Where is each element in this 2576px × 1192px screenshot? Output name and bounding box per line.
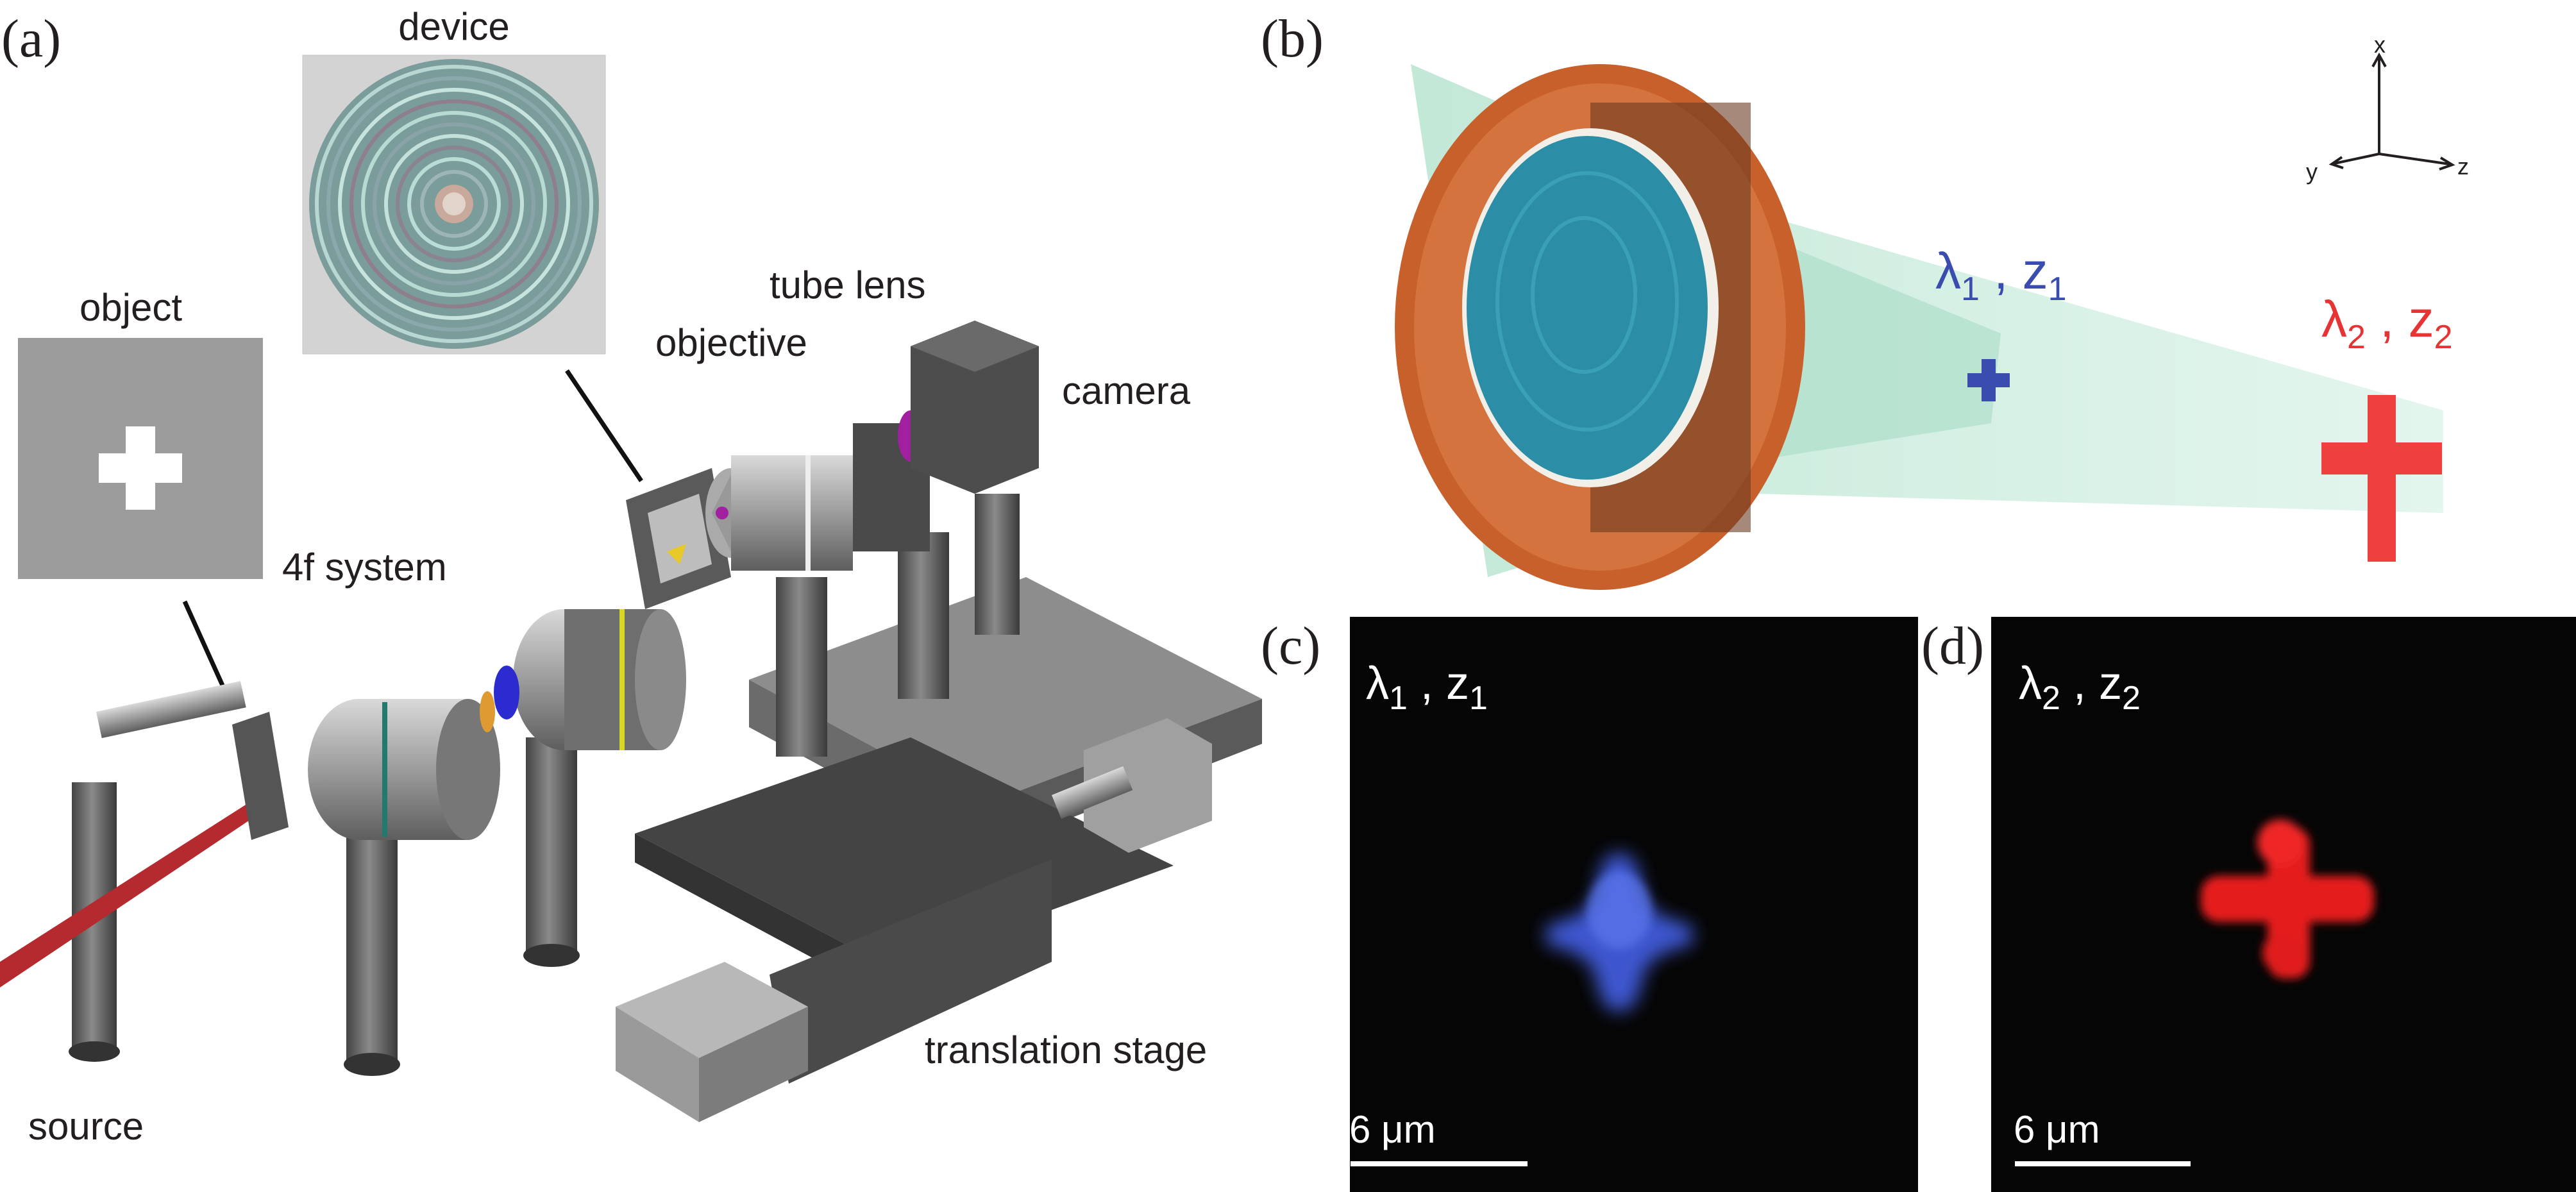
label-objective: objective: [655, 321, 807, 364]
image-c-label: λ1 , z1: [1366, 658, 1488, 717]
focus-label-2: λ2 , z2: [2321, 290, 2453, 356]
label-translation-stage: translation stage: [925, 1028, 1207, 1071]
panel-label-c: (c): [1261, 616, 1320, 676]
panel-label-d: (d): [1921, 616, 1984, 676]
axis-y-label: y: [2306, 158, 2318, 185]
image-d-red-spot: [2201, 819, 2374, 978]
device-pointer-line: [565, 369, 643, 482]
axis-z-label: z: [2457, 153, 2469, 180]
label-camera: camera: [1062, 369, 1191, 412]
panel-label-a: (a): [1, 9, 61, 69]
focus-label-1: λ1 , z1: [1935, 242, 2067, 308]
blue-cross-focus: [1967, 359, 2010, 401]
label-device: device: [398, 5, 509, 48]
image-d-label: λ2 , z2: [2019, 658, 2141, 717]
image-d-scale-text: 6 μm: [2014, 1108, 2100, 1151]
image-c-scale-text: 6 μm: [1349, 1108, 1436, 1151]
label-source: source: [28, 1105, 144, 1148]
panel-label-b: (b): [1261, 9, 1324, 69]
object-pointer-line: [182, 600, 228, 694]
label-object: object: [80, 286, 182, 329]
label-4f-system: 4f system: [282, 546, 447, 589]
object-image: [18, 338, 263, 579]
optical-setup-illustration: [0, 321, 1262, 1122]
axes-triad: [2328, 52, 2455, 171]
focusing-illustration: [1395, 64, 2443, 590]
device-image: [302, 55, 606, 355]
red-cross-focus: [2321, 395, 2442, 562]
label-tube-lens: tube lens: [770, 264, 926, 306]
axis-x-label: x: [2374, 31, 2386, 58]
